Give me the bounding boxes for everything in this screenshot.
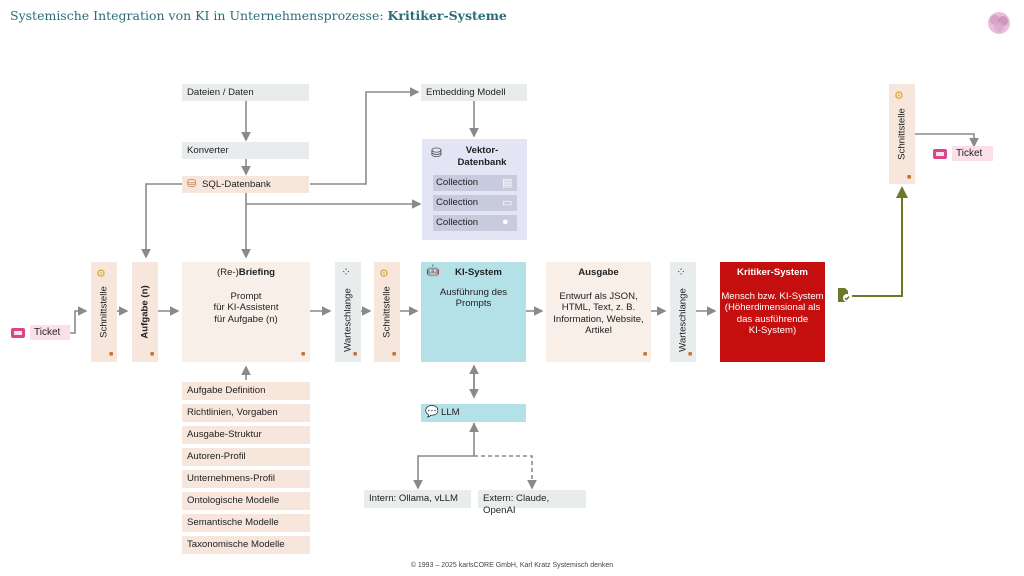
- input-item: Aufgabe Definition: [182, 382, 310, 400]
- input-item: Ausgabe-Struktur: [182, 426, 310, 444]
- embedding-node: Embedding Modell: [421, 84, 527, 101]
- database-icon: ⛁: [431, 145, 442, 160]
- ki-system-title: KI-System: [455, 267, 502, 278]
- chat-bubble-icon: ●: [502, 216, 509, 228]
- dateien-node: Dateien / Daten: [182, 84, 309, 101]
- input-item: Unternehmens-Profil: [182, 470, 310, 488]
- schnittstelle-middle: Schnittstelle: [374, 262, 400, 362]
- footer-copyright: © 1993 – 2025 karlsCORE GmbH, Karl Kratz…: [410, 562, 614, 569]
- ticket-icon: [933, 149, 947, 159]
- kritiker-title: Kritiker-System: [737, 267, 808, 278]
- database-mini-icon: ■: [301, 351, 306, 358]
- document-icon: ▤: [502, 177, 513, 189]
- warteschlange-2: Warteschlange: [670, 262, 696, 362]
- robot-icon: 🤖: [426, 265, 440, 277]
- ticket-out: Ticket: [952, 146, 993, 161]
- schnittstelle-right: Schnittstelle: [889, 84, 915, 184]
- briefing-node: (Re-)Briefing Prompt für KI-Assistent fü…: [182, 262, 310, 362]
- chat-bubbles-icon: 💬: [425, 406, 439, 418]
- loading-spinner-icon: ⁘: [676, 265, 687, 279]
- database-mini-icon: ■: [643, 351, 648, 358]
- input-item: Richtlinien, Vorgaben: [182, 404, 310, 422]
- page-title: Systemische Integration von KI in Untern…: [10, 8, 507, 23]
- database-mini-icon: ■: [109, 351, 114, 358]
- llm-node: LLM: [421, 404, 526, 422]
- kritiker-system-node: Kritiker-System Mensch bzw. KI-System (H…: [720, 262, 825, 362]
- input-item: Semantische Modelle: [182, 514, 310, 532]
- aufgabe-column: Aufgabe (n): [132, 262, 158, 362]
- kritiker-body: Mensch bzw. KI-System (Höherdimensional …: [721, 290, 824, 337]
- loading-spinner-icon: ⁘: [341, 265, 352, 279]
- input-item: Taxonomische Modelle: [182, 536, 310, 554]
- ticket-icon: [11, 328, 25, 338]
- briefing-body: Prompt für KI-Assistent für Aufgabe (n): [213, 290, 279, 325]
- schnittstelle-left: Schnittstelle: [91, 262, 117, 362]
- ki-system-node: KI-System Ausführung des Prompts: [421, 262, 526, 362]
- briefing-title: (Re-)Briefing: [216, 267, 276, 278]
- collection-item: Collection: [433, 175, 517, 191]
- input-item: Autoren-Profil: [182, 448, 310, 466]
- intern-llm-node: Intern: Ollama, vLLM: [364, 490, 471, 508]
- database-mini-icon: ■: [688, 351, 693, 358]
- input-item: Ontologische Modelle: [182, 492, 310, 510]
- ticket-icon: ▭: [502, 197, 513, 209]
- ticket-in: Ticket: [30, 325, 70, 340]
- vektor-title: Vektor- Datenbank: [457, 145, 507, 168]
- database-mini-icon: ■: [392, 351, 397, 358]
- approved-document-icon: [838, 288, 851, 302]
- sql-datenbank-node: SQL-Datenbank: [182, 176, 309, 193]
- konverter-node: Konverter: [182, 142, 309, 159]
- warteschlange-1: Warteschlange: [335, 262, 361, 362]
- gears-icon: ⚙: [96, 268, 106, 280]
- database-mini-icon: ■: [353, 351, 358, 358]
- collection-item: Collection: [433, 215, 517, 231]
- database-mini-icon: ■: [150, 351, 155, 358]
- ausgabe-body: Entwurf als JSON, HTML, Text, z. B. Info…: [553, 290, 644, 337]
- gears-icon: ⚙: [894, 90, 904, 102]
- extern-llm-node: Extern: Claude, OpenAI: [478, 490, 586, 516]
- ausgabe-node: Ausgabe Entwurf als JSON, HTML, Text, z.…: [546, 262, 651, 362]
- collection-item: Collection: [433, 195, 517, 211]
- ausgabe-title: Ausgabe: [578, 267, 619, 278]
- database-icon: ⛁: [187, 178, 197, 190]
- ki-system-body: Ausführung des Prompts: [439, 286, 508, 310]
- brain-logo-icon: [988, 12, 1010, 34]
- gears-icon: ⚙: [379, 268, 389, 280]
- database-mini-icon: ■: [907, 174, 912, 181]
